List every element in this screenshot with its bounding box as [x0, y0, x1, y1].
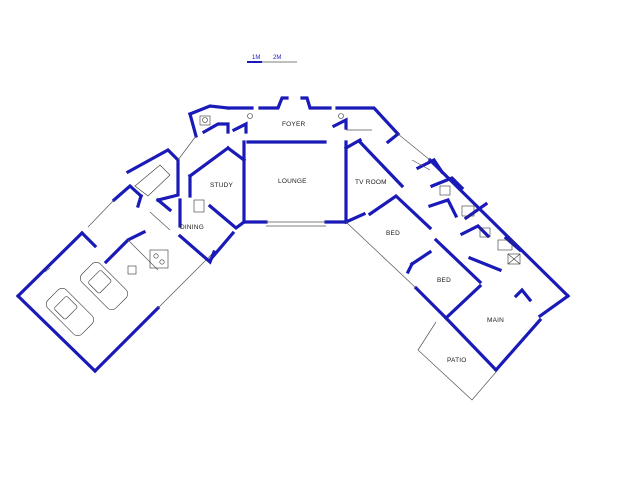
- room-label-study: STUDY: [210, 182, 233, 189]
- fireplace-icon: [193, 199, 205, 213]
- stove-icon: [149, 249, 169, 269]
- patio-area: PATIO: [417, 321, 497, 401]
- room-label-tv-room: TV ROOM: [355, 179, 387, 186]
- car-icon: [80, 262, 128, 310]
- garage-wing: [15, 148, 215, 374]
- car-icon: [46, 288, 94, 336]
- room-label-foyer: FOYER: [282, 121, 305, 128]
- room-label-patio: PATIO: [447, 357, 467, 364]
- dining-area: DINING: [103, 198, 236, 275]
- sink-icon: [127, 265, 137, 275]
- room-label-lounge: LOUNGE: [278, 178, 307, 185]
- scale-bar: 1M 2M: [247, 55, 297, 63]
- room-label-bed-2: BED: [437, 277, 451, 284]
- room-label-bed-1: BED: [386, 230, 400, 237]
- room-label-main: MAIN: [487, 317, 504, 324]
- basin-icon: [497, 239, 513, 251]
- toilet-icon: [479, 227, 491, 238]
- shower-icon: [507, 253, 521, 265]
- bedroom-wing: TV ROOM BED BED MAIN: [343, 133, 571, 373]
- toilet-icon: [439, 185, 451, 196]
- central-wing: FOYER STUDY LOUNGE: [177, 96, 401, 231]
- scale-label-2m: 2M: [273, 55, 281, 61]
- scale-label-1m: 1M: [252, 55, 260, 61]
- basin-icon: [461, 205, 475, 217]
- room-label-dining: DINING: [180, 224, 204, 231]
- toilet-icon: [199, 115, 211, 126]
